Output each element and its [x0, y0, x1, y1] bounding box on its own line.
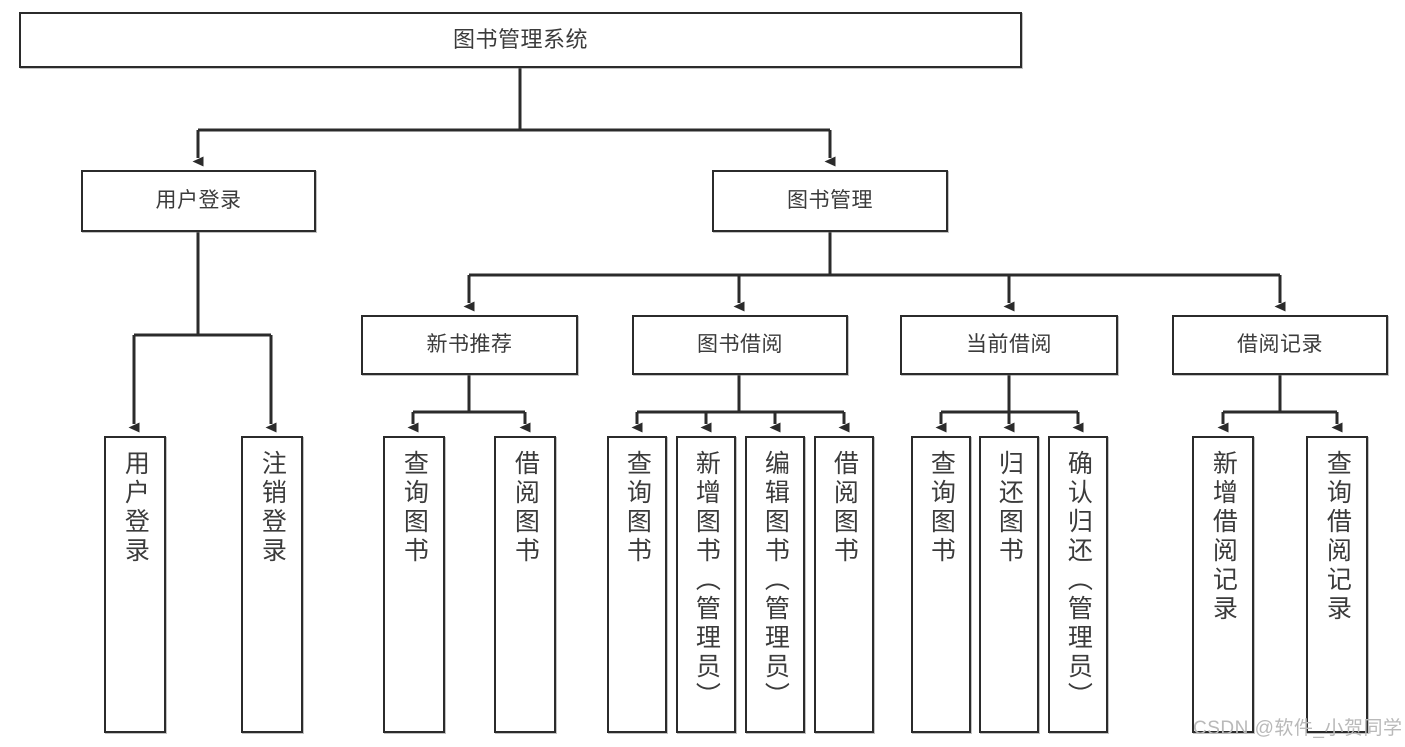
leaf-book-borrow-edit-book-admin[interactable]: 编辑图书（管理员） — [745, 436, 805, 733]
leaf-book-borrow-query-book[interactable]: 查询图书 — [607, 436, 667, 733]
leaf-new-book-borrow-book[interactable]: 借阅图书 — [494, 436, 556, 733]
node-book-borrow[interactable]: 图书借阅 — [632, 315, 848, 375]
node-new-book-recommend[interactable]: 新书推荐 — [361, 315, 578, 375]
node-label: 新书推荐 — [426, 333, 513, 357]
node-label: 注销登录 — [258, 450, 287, 566]
leaf-borrow-record-add-record[interactable]: 新增借阅记录 — [1192, 436, 1254, 733]
node-label: 查询图书 — [623, 450, 652, 566]
leaf-new-book-query-book[interactable]: 查询图书 — [383, 436, 445, 733]
node-label: 查询图书 — [927, 450, 956, 566]
leaf-user-login-do-login[interactable]: 用户登录 — [104, 436, 166, 733]
node-root-system[interactable]: 图书管理系统 — [19, 12, 1022, 68]
leaf-book-borrow-add-book-admin[interactable]: 新增图书（管理员） — [676, 436, 736, 733]
node-book-management[interactable]: 图书管理 — [712, 170, 948, 232]
leaf-current-borrow-confirm-return-admin[interactable]: 确认归还（管理员） — [1048, 436, 1108, 733]
node-label: 新增图书（管理员） — [692, 450, 721, 711]
node-label: 编辑图书（管理员） — [761, 450, 790, 711]
node-label: 图书管理 — [787, 189, 873, 213]
node-label: 新增借阅记录 — [1209, 450, 1238, 624]
node-label: 用户登录 — [155, 189, 242, 213]
node-label: 查询图书 — [400, 450, 429, 566]
node-label: 图书借阅 — [697, 333, 783, 357]
node-label: 归还图书 — [995, 450, 1024, 566]
node-user-login[interactable]: 用户登录 — [81, 170, 316, 232]
leaf-user-login-logout[interactable]: 注销登录 — [241, 436, 303, 733]
node-label: 借阅图书 — [511, 450, 540, 566]
leaf-current-borrow-query-book[interactable]: 查询图书 — [911, 436, 971, 733]
node-label: 用户登录 — [121, 450, 150, 566]
node-label: 借阅记录 — [1237, 333, 1323, 357]
leaf-borrow-record-query-record[interactable]: 查询借阅记录 — [1306, 436, 1368, 733]
leaf-book-borrow-borrow-book[interactable]: 借阅图书 — [814, 436, 874, 733]
node-current-borrow[interactable]: 当前借阅 — [900, 315, 1118, 375]
node-borrow-record[interactable]: 借阅记录 — [1172, 315, 1388, 375]
node-label: 当前借阅 — [966, 333, 1052, 357]
node-label: 确认归还（管理员） — [1064, 450, 1093, 711]
node-label: 借阅图书 — [830, 450, 859, 566]
node-label: 查询借阅记录 — [1323, 450, 1352, 624]
leaf-current-borrow-return-book[interactable]: 归还图书 — [979, 436, 1039, 733]
node-label: 图书管理系统 — [452, 26, 588, 52]
